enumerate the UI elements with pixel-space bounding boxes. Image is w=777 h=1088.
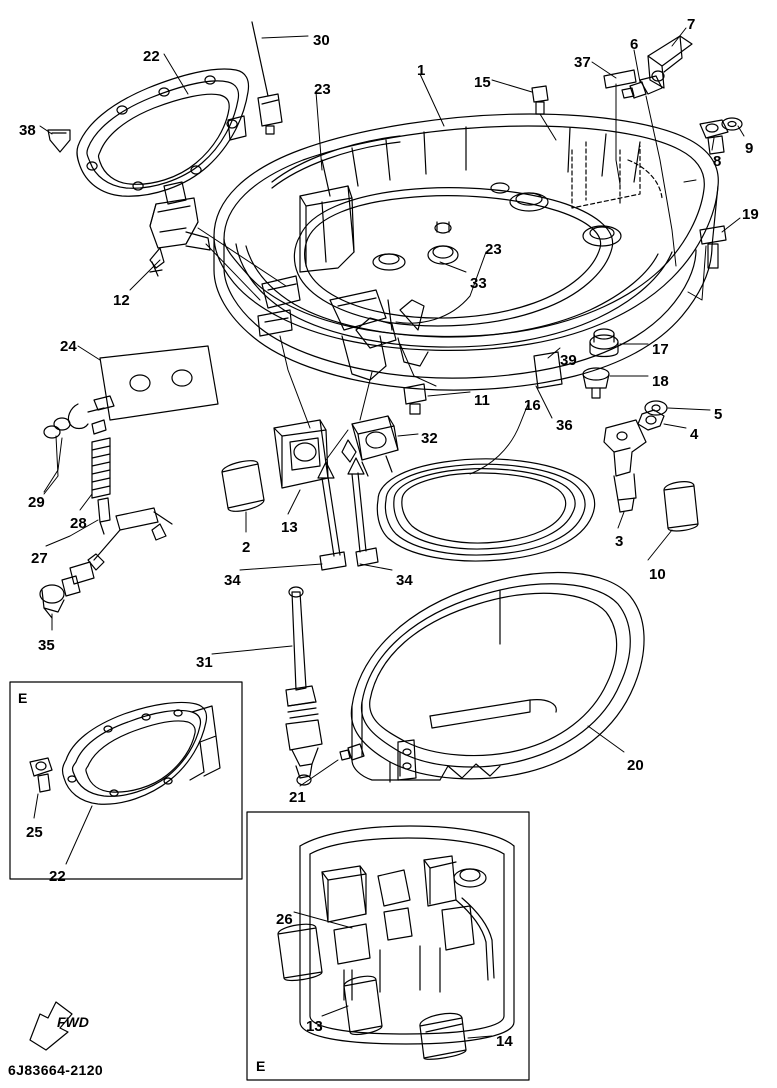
callout-17: 17 xyxy=(652,341,669,358)
callout-35: 35 xyxy=(38,637,55,654)
callout-39: 39 xyxy=(560,352,577,369)
callout-13-mid: 13 xyxy=(281,519,298,536)
callout-24: 24 xyxy=(60,338,77,355)
callout-9: 9 xyxy=(745,140,754,157)
callout-22-top: 22 xyxy=(143,48,160,65)
callout-1: 1 xyxy=(417,62,426,79)
callout-23-top: 23 xyxy=(314,81,331,98)
callout-23-mid: 23 xyxy=(485,241,502,258)
callout-25: 25 xyxy=(26,824,43,841)
callout-19: 19 xyxy=(742,206,759,223)
callout-20: 20 xyxy=(627,757,644,774)
callout-3: 3 xyxy=(615,533,624,550)
callout-27: 27 xyxy=(31,550,48,567)
callout-5: 5 xyxy=(714,406,723,423)
callout-2: 2 xyxy=(242,539,251,556)
callout-33: 33 xyxy=(470,275,487,292)
callout-21: 21 xyxy=(289,789,306,806)
callout-28: 28 xyxy=(70,515,87,532)
callout-29: 29 xyxy=(28,494,45,511)
callout-22-inset: 22 xyxy=(49,868,66,885)
callout-11: 11 xyxy=(474,392,490,409)
callout-12: 12 xyxy=(113,292,130,309)
part-number-label: 6J83664-2120 xyxy=(8,1062,104,1078)
callout-31: 31 xyxy=(196,654,213,671)
callout-4: 4 xyxy=(690,426,699,443)
callout-8: 8 xyxy=(713,153,722,170)
callout-7: 7 xyxy=(687,16,696,33)
callout-15: 15 xyxy=(474,74,491,91)
callout-18: 18 xyxy=(652,373,669,390)
callout-37: 37 xyxy=(574,54,591,71)
callout-34-left: 34 xyxy=(224,572,241,589)
callout-36: 36 xyxy=(556,417,573,434)
callout-34-right: 34 xyxy=(396,572,413,589)
fwd-direction-label: FWD xyxy=(57,1014,89,1030)
callout-6: 6 xyxy=(630,36,639,53)
callout-30: 30 xyxy=(313,32,330,49)
callout-14: 14 xyxy=(496,1033,513,1050)
callout-26: 26 xyxy=(276,911,293,928)
callout-16: 16 xyxy=(524,397,541,414)
inset-label-e-left: E xyxy=(18,690,28,706)
inset-label-e-bottom: E xyxy=(256,1058,266,1074)
callout-32: 32 xyxy=(421,430,438,447)
callout-38: 38 xyxy=(19,122,36,139)
callout-10: 10 xyxy=(649,566,666,583)
callout-13-inset: 13 xyxy=(306,1018,323,1035)
